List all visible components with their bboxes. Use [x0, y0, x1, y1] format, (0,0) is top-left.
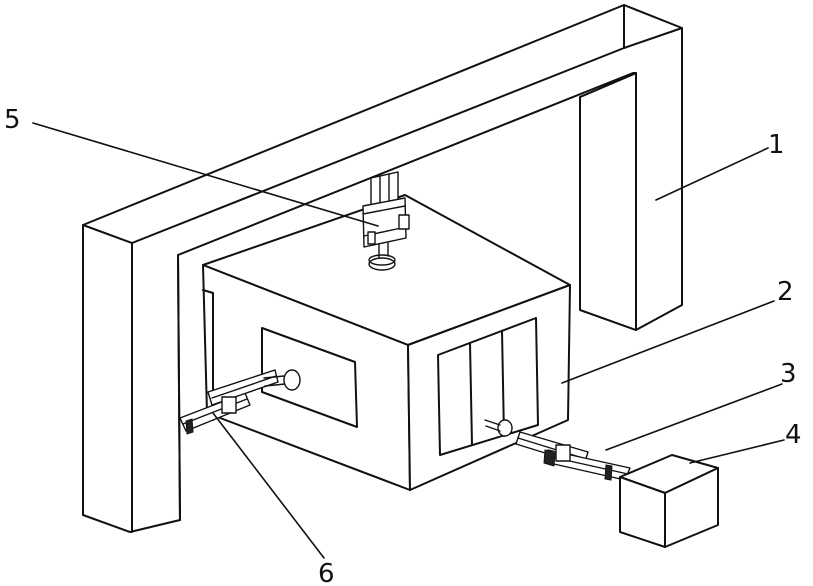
label-1-frame: 1 [768, 130, 785, 160]
label-4-control-box: 4 [785, 420, 802, 450]
label-2-chamber: 2 [777, 277, 794, 307]
leader-line-4 [690, 440, 784, 463]
label-6-left-actuator: 6 [318, 559, 335, 586]
label-5-top-actuator: 5 [4, 105, 21, 135]
leader-line-3 [606, 384, 782, 450]
label-3-right-actuator: 3 [780, 359, 797, 389]
control-box [620, 455, 718, 547]
